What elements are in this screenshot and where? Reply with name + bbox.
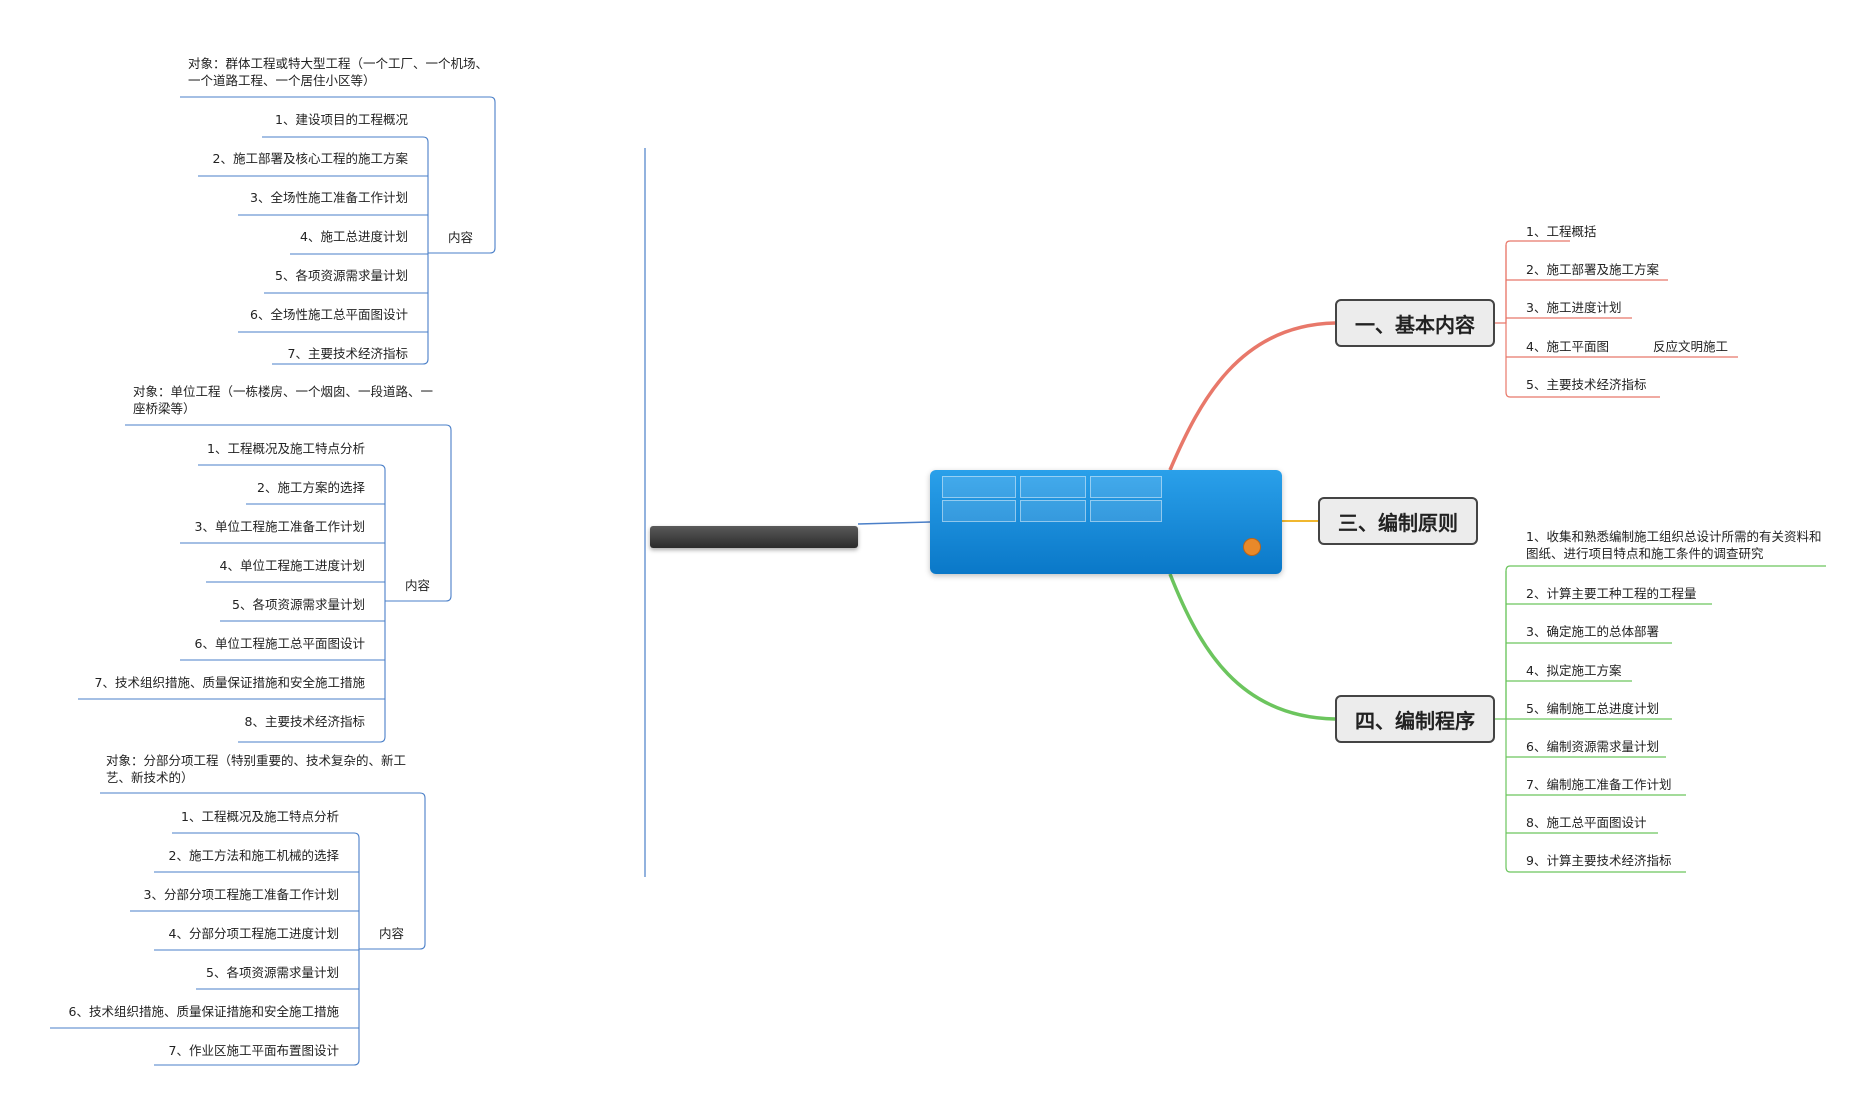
group-item[interactable]: 7、作业区施工平面布置图设计 [168,1043,339,1058]
group-item[interactable]: 3、分部分项工程施工准备工作计划 [143,887,339,902]
group-content-label[interactable]: 内容 [448,230,474,245]
group-item[interactable]: 1、工程概况及施工特点分析 [207,441,365,456]
center-left-connector [857,521,931,525]
group-item[interactable]: 5、各项资源需求量计划 [232,597,365,612]
group-item[interactable]: 7、主要技术经济指标 [287,346,408,361]
leaf-sub-note[interactable]: 反应文明施工 [1653,339,1729,354]
branch-connector-1 [1168,321,1336,471]
branch-connector-3 [1168,573,1336,721]
center-image-cell [1020,476,1086,498]
branch-node-principles[interactable]: 三、编制原则 [1318,497,1478,545]
center-orange-dot [1243,538,1261,556]
branch-3-leaf-lines [1495,565,1826,873]
center-image-cell [1020,500,1086,522]
center-image-cell [942,476,1016,498]
group-item[interactable]: 3、单位工程施工准备工作计划 [194,519,365,534]
leaf-item[interactable]: 3、确定施工的总体部署 [1526,624,1659,639]
left-topic-image[interactable] [650,526,858,548]
branch-title: 三、编制原则 [1338,510,1458,535]
leaf-item[interactable]: 2、施工部署及施工方案 [1526,262,1659,277]
leaf-item[interactable]: 7、编制施工准备工作计划 [1526,777,1672,792]
branch-title: 四、编制程序 [1355,708,1475,733]
group-item[interactable]: 4、施工总进度计划 [300,229,408,244]
central-topic-image[interactable] [930,470,1282,574]
left-group-2-lines [78,424,452,743]
left-group-3-lines [50,792,426,1066]
leaf-item[interactable]: 8、施工总平面图设计 [1526,815,1647,830]
branch-1-leaf-lines [1495,240,1738,398]
group-object-label[interactable]: 对象：分部分项工程（特别重要的、技术复杂的、新工艺、新技术的） [106,753,407,785]
group-item[interactable]: 6、全场性施工总平面图设计 [250,307,408,322]
leaf-item[interactable]: 1、收集和熟悉编制施工组织总设计所需的有关资料和图纸、进行项目特点和施工条件的调… [1526,529,1822,561]
leaf-item[interactable]: 6、编制资源需求量计划 [1526,739,1659,754]
leaf-item[interactable]: 4、拟定施工方案 [1526,663,1622,678]
group-item[interactable]: 5、各项资源需求量计划 [206,965,339,980]
branch-node-procedure[interactable]: 四、编制程序 [1335,695,1495,743]
group-item[interactable]: 7、技术组织措施、质量保证措施和安全施工措施 [94,675,365,690]
group-content-label[interactable]: 内容 [405,578,431,593]
leaf-item[interactable]: 5、编制施工总进度计划 [1526,701,1659,716]
left-group-1-lines [180,96,496,365]
group-item[interactable]: 8、主要技术经济指标 [244,714,365,729]
group-item[interactable]: 2、施工部署及核心工程的施工方案 [212,151,408,166]
group-item[interactable]: 3、全场性施工准备工作计划 [250,190,408,205]
leaf-item[interactable]: 9、计算主要技术经济指标 [1526,853,1672,868]
group-item[interactable]: 4、单位工程施工进度计划 [219,558,365,573]
group-object-label[interactable]: 对象：单位工程（一栋楼房、一个烟囱、一段道路、一座桥梁等） [133,384,434,416]
group-content-label[interactable]: 内容 [379,926,405,941]
group-item[interactable]: 5、各项资源需求量计划 [275,268,408,283]
branch-node-basic-content[interactable]: 一、基本内容 [1335,299,1495,347]
group-item[interactable]: 2、施工方案的选择 [257,480,365,495]
group-item[interactable]: 6、技术组织措施、质量保证措施和安全施工措施 [68,1004,339,1019]
group-item[interactable]: 1、建设项目的工程概况 [275,112,408,127]
group-item[interactable]: 6、单位工程施工总平面图设计 [194,636,365,651]
center-image-cell [942,500,1016,522]
leaf-item[interactable]: 5、主要技术经济指标 [1526,377,1647,392]
center-image-cell [1090,476,1162,498]
group-item[interactable]: 4、分部分项工程施工进度计划 [168,926,339,941]
leaf-item[interactable]: 1、工程概括 [1526,224,1597,239]
branch-title: 一、基本内容 [1355,312,1475,337]
group-item[interactable]: 1、工程概况及施工特点分析 [181,809,339,824]
group-object-label[interactable]: 对象：群体工程或特大型工程（一个工厂、一个机场、一个道路工程、一个居住小区等） [188,56,489,88]
group-item[interactable]: 2、施工方法和施工机械的选择 [168,848,339,863]
leaf-item[interactable]: 2、计算主要工种工程的工程量 [1526,586,1697,601]
leaf-item[interactable]: 3、施工进度计划 [1526,300,1622,315]
leaf-item[interactable]: 4、施工平面图 [1526,339,1609,354]
center-image-cell [1090,500,1162,522]
